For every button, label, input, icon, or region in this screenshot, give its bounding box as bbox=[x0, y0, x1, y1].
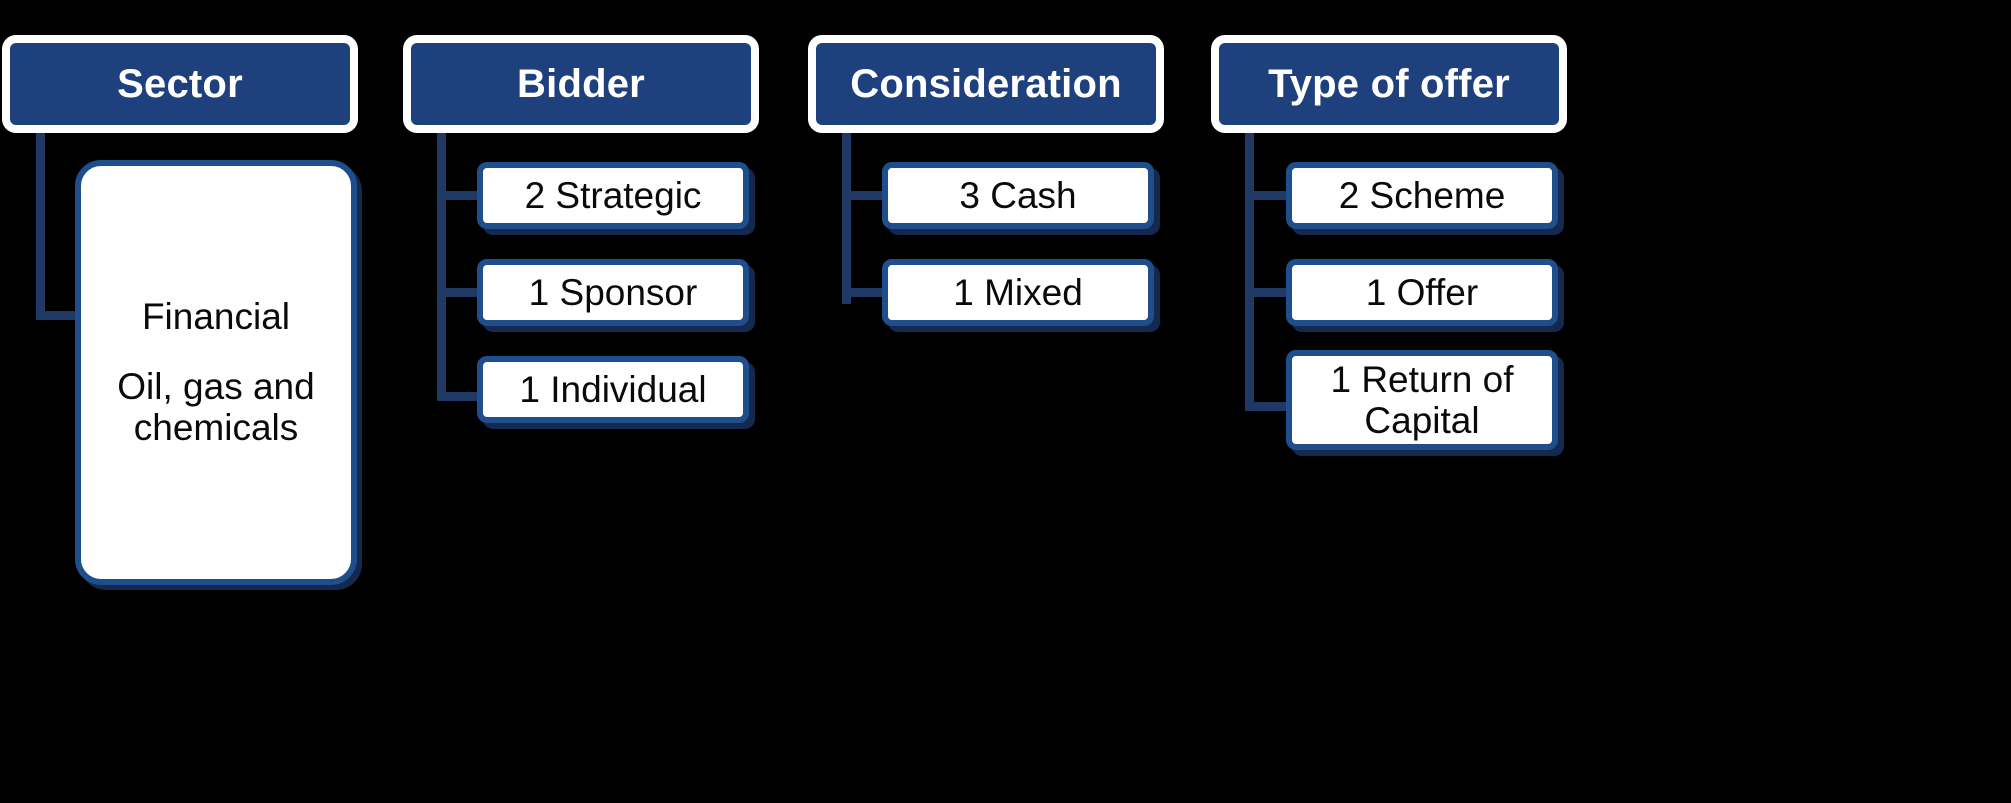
node-type-of-offer-return-line-1: 1 Return of bbox=[1330, 358, 1514, 400]
node-type-of-offer-scheme-label: 2 Scheme bbox=[1338, 174, 1506, 216]
connector-horizontal-sector-0 bbox=[36, 311, 82, 320]
node-consideration-cash[interactable]: 3 Cash bbox=[882, 162, 1154, 229]
node-sector-financial[interactable]: Financial Oil, gas and chemicals bbox=[75, 160, 357, 585]
connector-horizontal-consideration-0 bbox=[842, 191, 888, 200]
connector-horizontal-type-of-offer-1 bbox=[1245, 288, 1291, 297]
node-type-of-offer-scheme[interactable]: 2 Scheme bbox=[1286, 162, 1558, 229]
column-header-bidder[interactable]: Bidder bbox=[403, 35, 759, 133]
column-header-type-of-offer-label: Type of offer bbox=[1268, 61, 1510, 106]
connector-horizontal-type-of-offer-2 bbox=[1245, 402, 1291, 411]
connector-horizontal-bidder-2 bbox=[437, 392, 483, 401]
node-type-of-offer-offer[interactable]: 1 Offer bbox=[1286, 259, 1558, 326]
column-header-bidder-label: Bidder bbox=[517, 61, 645, 106]
column-header-sector[interactable]: Sector bbox=[2, 35, 358, 133]
connector-vertical-sector bbox=[36, 133, 45, 320]
node-type-of-offer-return-of-capital[interactable]: 1 Return of Capital bbox=[1286, 350, 1558, 450]
node-bidder-sponsor-label: 1 Sponsor bbox=[528, 271, 698, 313]
column-header-sector-label: Sector bbox=[117, 61, 243, 106]
node-type-of-offer-return-line-2: Capital bbox=[1364, 400, 1480, 441]
node-bidder-sponsor[interactable]: 1 Sponsor bbox=[477, 259, 749, 326]
connector-horizontal-consideration-1 bbox=[842, 288, 888, 297]
node-bidder-individual-label: 1 Individual bbox=[519, 368, 707, 410]
connector-vertical-consideration bbox=[842, 133, 851, 304]
connector-horizontal-type-of-offer-0 bbox=[1245, 191, 1291, 200]
node-bidder-strategic-label: 2 Strategic bbox=[524, 174, 702, 216]
node-consideration-cash-label: 3 Cash bbox=[959, 174, 1077, 216]
column-header-type-of-offer[interactable]: Type of offer bbox=[1211, 35, 1567, 133]
node-bidder-individual[interactable]: 1 Individual bbox=[477, 356, 749, 423]
connector-vertical-bidder bbox=[437, 133, 446, 401]
node-consideration-mixed-label: 1 Mixed bbox=[953, 271, 1083, 313]
node-sector-line-1: Financial bbox=[141, 296, 291, 338]
column-header-consideration[interactable]: Consideration bbox=[808, 35, 1164, 133]
connector-horizontal-bidder-1 bbox=[437, 288, 483, 297]
column-header-consideration-label: Consideration bbox=[850, 61, 1122, 106]
node-consideration-mixed[interactable]: 1 Mixed bbox=[882, 259, 1154, 326]
node-sector-line-3: chemicals bbox=[133, 407, 299, 449]
node-bidder-strategic[interactable]: 2 Strategic bbox=[477, 162, 749, 229]
node-sector-line-2: Oil, gas and bbox=[117, 365, 315, 407]
node-type-of-offer-offer-label: 1 Offer bbox=[1365, 271, 1479, 313]
connector-vertical-type-of-offer bbox=[1245, 133, 1254, 411]
connector-horizontal-bidder-0 bbox=[437, 191, 483, 200]
